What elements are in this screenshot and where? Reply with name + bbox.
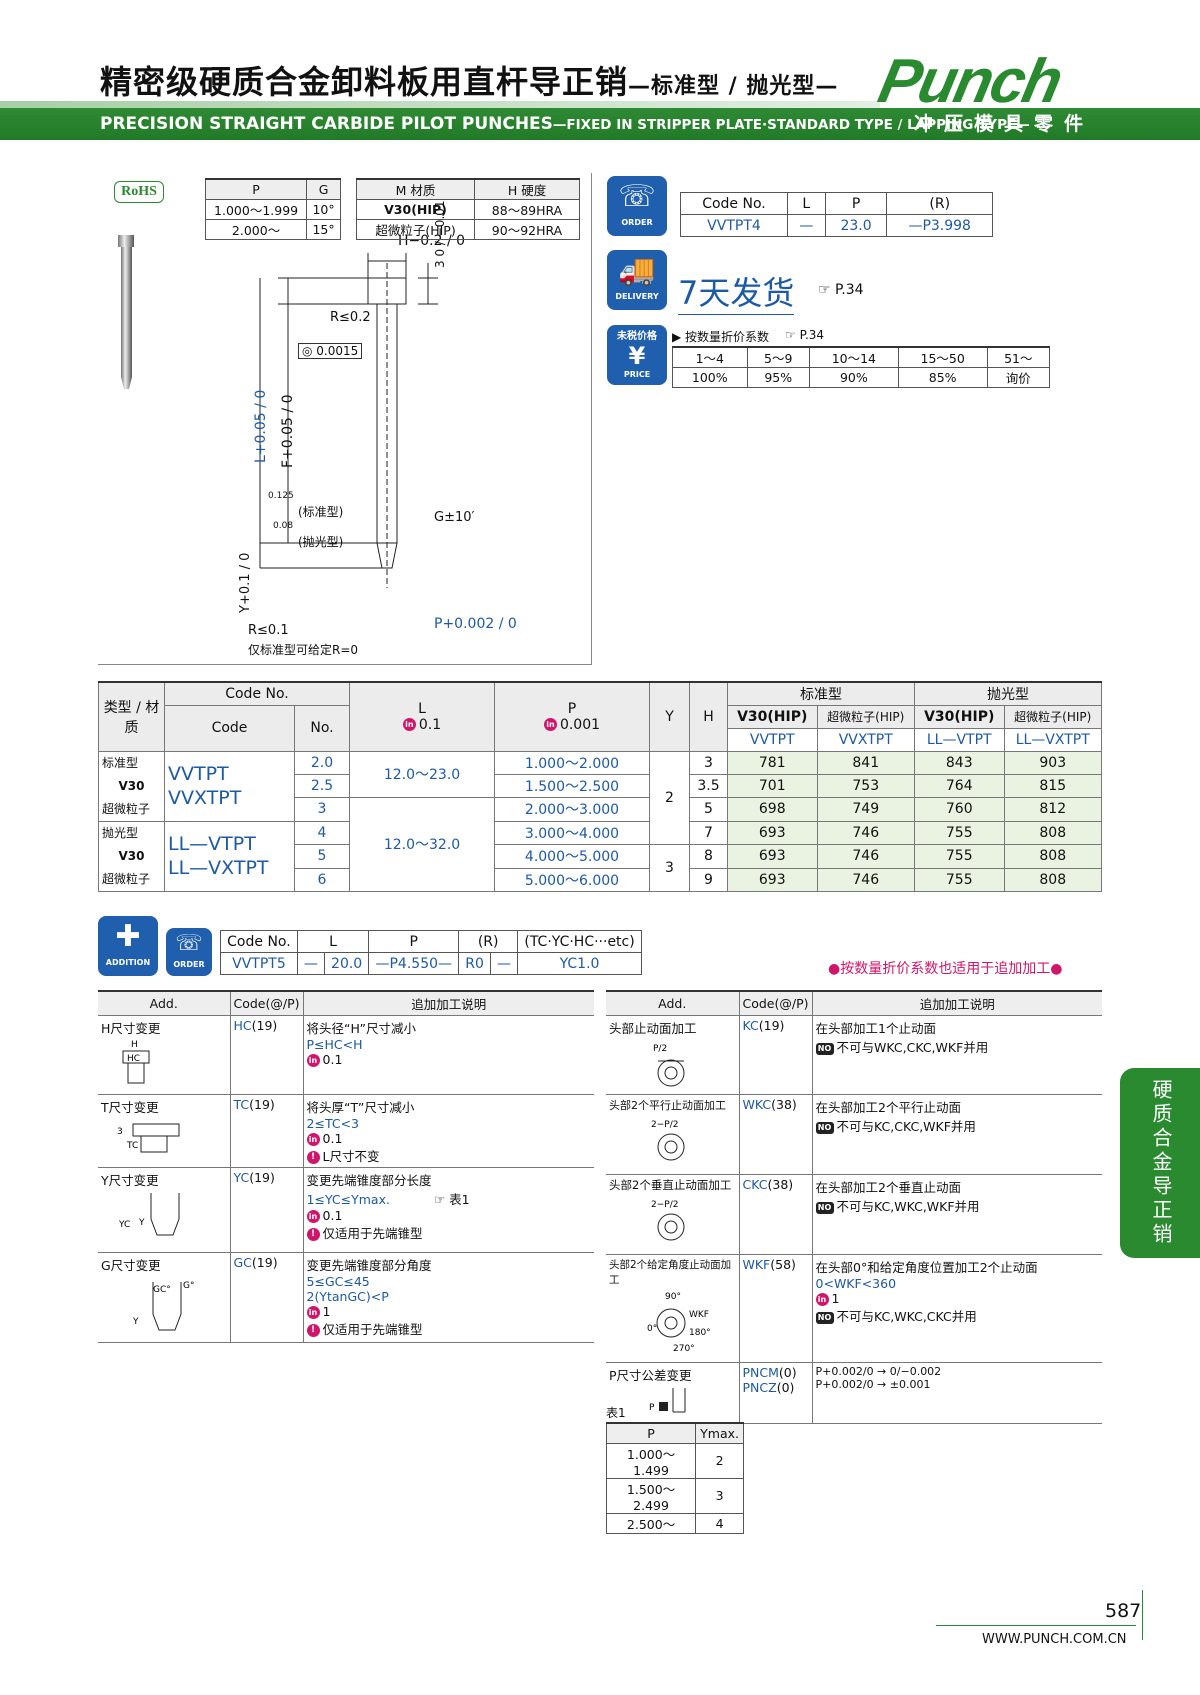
svg-text:2−P/2: 2−P/2 [651, 1200, 678, 1210]
lap-roughness: 0.08 [273, 521, 294, 531]
delivery-text: 7天发货 [678, 268, 795, 315]
svg-text:WKF: WKF [689, 1310, 709, 1320]
svg-text:YC: YC [118, 1220, 130, 1230]
price-icon: 未税价格¥PRICE [607, 325, 667, 385]
footer-url: WWW.PUNCH.COM.CN [982, 1632, 1127, 1647]
page-number: 587 [1105, 1600, 1142, 1622]
svg-text:0°: 0° [647, 1324, 657, 1334]
price-title: ▶ 按数量折价系数 [672, 330, 770, 344]
wkf-diagram: 90° WKF 180° 0° 270° [647, 1292, 711, 1354]
ckc-diagram: 2−P/2 [651, 1200, 685, 1241]
std-roughness: 0.125 [268, 491, 294, 501]
addition-note: ●按数量折价系数也适用于追加加工● [828, 961, 1063, 977]
header-stripe [0, 101, 880, 108]
r-tip: R≤0.1 [248, 623, 289, 638]
gc-diagram: GC° G° Y [132, 1281, 194, 1331]
punch-logo: Punch [872, 47, 1067, 116]
delivery-ref: ☞ P.34 [818, 282, 864, 298]
svg-text:Y: Y [138, 1218, 145, 1228]
order-icon: ☏ORDER [607, 176, 667, 236]
svg-text:Y: Y [132, 1317, 139, 1327]
header-bar [0, 108, 1200, 140]
svg-text:270°: 270° [673, 1344, 695, 1354]
page-title-en: PRECISION STRAIGHT CARBIDE PILOT PUNCHES… [100, 114, 1030, 134]
table1-title: 表1 [606, 1406, 626, 1420]
kc-diagram: P/2 [653, 1044, 685, 1087]
svg-text:HC: HC [127, 1054, 140, 1064]
l-dimension: L+0.05 / 0 [253, 389, 269, 463]
rohs-badge: RoHS [114, 181, 164, 203]
hc-diagram: H HC [122, 1040, 150, 1084]
svg-text:2−P/2: 2−P/2 [651, 1120, 678, 1130]
svg-text:180°: 180° [689, 1328, 711, 1338]
svg-text:P/2: P/2 [653, 1044, 667, 1054]
technical-drawing [259, 253, 438, 588]
svg-text:P: P [649, 1403, 655, 1413]
price-ref: ☞ P.34 [785, 328, 825, 342]
svg-text:TC: TC [126, 1141, 138, 1151]
r-dimension: R≤0.2 [330, 310, 371, 325]
svg-text:G°: G° [183, 1281, 194, 1291]
svg-text:H: H [131, 1040, 138, 1050]
svg-text:GC°: GC° [153, 1285, 171, 1295]
lap-label: (抛光型) [298, 535, 344, 549]
tc-diagram: 3TC [117, 1123, 180, 1153]
logo-subtitle: 冲压模具零件 [914, 113, 1095, 135]
addition-order-icon: ☏ORDER [166, 928, 212, 976]
yc-diagram: YC Y [118, 1193, 180, 1236]
p-dimension: P+0.002 / 0 [434, 616, 517, 632]
addition-icon: ✚ADDITION [98, 916, 158, 976]
footer-line [936, 1625, 1136, 1626]
g-tolerance: G±10′ [434, 510, 475, 525]
std-label: (标准型) [298, 505, 344, 519]
page-title: 精密级硬质合金卸料板用直杆导正销—标准型 / 抛光型— [100, 63, 839, 101]
wkc-diagram: 2−P/2 [651, 1120, 685, 1161]
side-tab[interactable]: 硬质合金导正销 [1120, 1068, 1200, 1258]
y-dimension: Y+0.1 / 0 [238, 552, 253, 613]
p-tolerance-diagram: P [649, 1388, 686, 1413]
svg-text:3: 3 [117, 1127, 123, 1137]
concentricity: ◎ 0.0015 [298, 343, 363, 359]
f-dimension: F+0.05 / 0 [280, 394, 296, 468]
drawing-area: RoHS H−0.2 / 0 3 0 / −0.01 [98, 173, 592, 665]
product-photo [118, 235, 134, 389]
svg-text:90°: 90° [665, 1292, 681, 1302]
footer-vline [1142, 1590, 1143, 1640]
delivery-icon: 🚚DELIVERY [607, 250, 667, 310]
drawing-note: 仅标准型可给定R=0 [248, 643, 359, 657]
